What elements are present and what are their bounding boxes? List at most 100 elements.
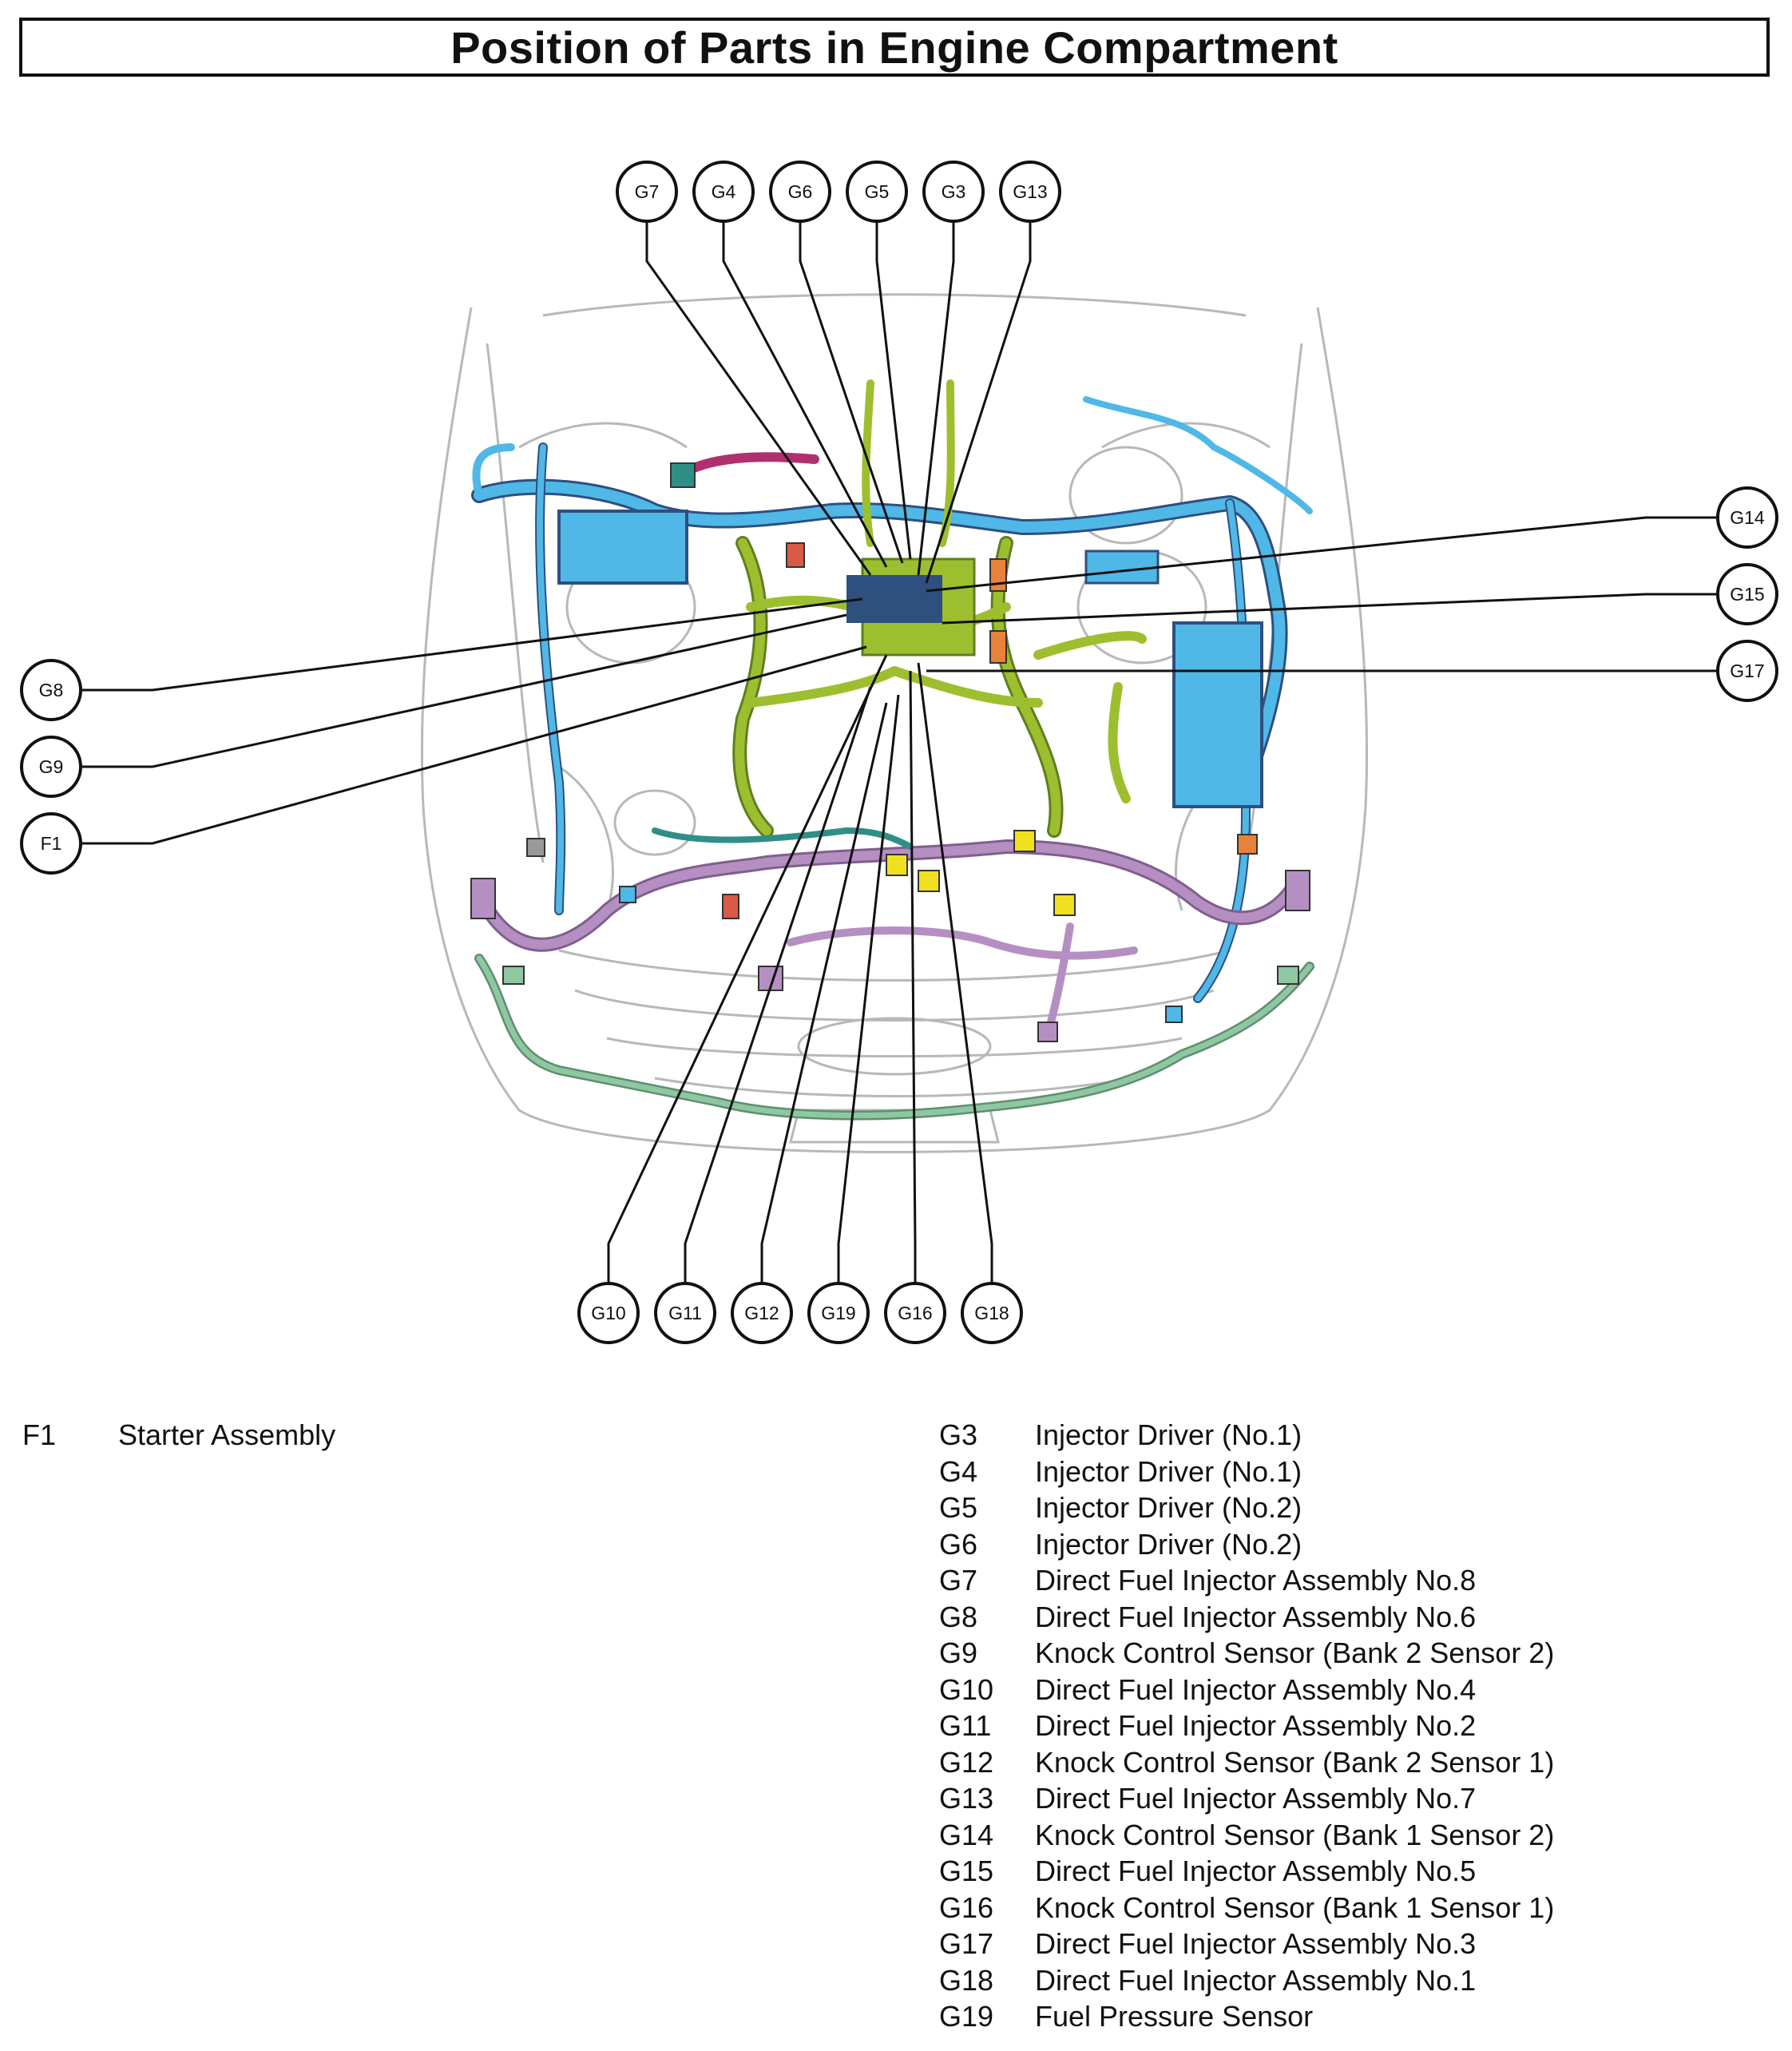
legend-description: Injector Driver (No.1) (1035, 1418, 1302, 1451)
connector-yellow (1053, 894, 1076, 916)
connector-purple (1037, 1022, 1058, 1042)
callout-label-f1: F1 (41, 833, 62, 854)
legend-description: Injector Driver (No.2) (1035, 1527, 1302, 1561)
connector-teal (670, 462, 696, 488)
legend-description: Direct Fuel Injector Assembly No.3 (1035, 1927, 1477, 1960)
callouts-top: G7 G4 G6 G5 G3 G13 (616, 161, 1061, 223)
legend-code: G4 (939, 1454, 978, 1488)
callout-bubble-g14 (1716, 486, 1778, 549)
legend-code: G12 (939, 1745, 994, 1779)
callout-label-g10: G10 (591, 1303, 625, 1323)
leader-line-g16 (909, 670, 917, 1283)
harness-magenta (682, 452, 819, 476)
title-box: Position of Parts in Engine Compartment (19, 18, 1770, 77)
callout-label-g3: G3 (942, 181, 966, 202)
legend-description: Knock Control Sensor (Bank 2 Sensor 1) (1035, 1745, 1555, 1779)
callout-bubble-g18 (961, 1282, 1023, 1344)
leader-line-g19 (837, 694, 900, 1283)
legend-description: Knock Control Sensor (Bank 1 Sensor 2) (1035, 1818, 1555, 1851)
connector-red (786, 542, 805, 568)
legend-description: Direct Fuel Injector Assembly No.7 (1035, 1782, 1477, 1815)
legend-code: G19 (939, 2000, 994, 2033)
legend-code: G16 (939, 1890, 994, 1924)
callout-bubble-g9 (20, 736, 82, 798)
callout-label-g13: G13 (1013, 181, 1047, 202)
leader-line-g4 (722, 221, 888, 568)
leader-line-g3 (917, 221, 955, 576)
connector-purple (1285, 870, 1310, 911)
connector-red (722, 894, 739, 919)
callout-bubble-g10 (577, 1282, 640, 1344)
callout-label-g5: G5 (865, 181, 890, 202)
legend-code: G15 (939, 1855, 994, 1887)
callout-label-g15: G15 (1730, 584, 1764, 605)
legend-description: Starter Assembly (118, 1418, 336, 1451)
callout-label-g7: G7 (635, 181, 660, 202)
callout-bubble-g8 (20, 659, 82, 721)
callout-label-g12: G12 (744, 1303, 779, 1323)
connector-yellow (886, 854, 908, 876)
legend-code: G7 (939, 1564, 978, 1597)
legend-code: G11 (939, 1709, 992, 1742)
callout-label-g8: G8 (39, 680, 64, 700)
connector-orange (989, 558, 1007, 592)
blue-connector-block (1084, 549, 1160, 585)
legend-description: Direct Fuel Injector Assembly No.4 (1035, 1672, 1477, 1706)
leader-lines (81, 221, 1718, 1283)
leader-line-g5 (875, 221, 912, 560)
page-title: Position of Parts in Engine Compartment (450, 22, 1338, 73)
legend-code: G13 (939, 1782, 994, 1815)
connector-blue (1165, 1006, 1183, 1023)
legend-description: Fuel Pressure Sensor (1035, 2000, 1314, 2033)
callout-bubble-g15 (1716, 563, 1778, 625)
connector-purple (470, 878, 496, 919)
callout-label-g4: G4 (712, 181, 736, 202)
blue-ecu-block (557, 510, 688, 585)
leader-line-g15 (942, 593, 1718, 625)
leader-line-g13 (925, 221, 1032, 584)
legend-code: G10 (939, 1672, 994, 1706)
leader-line-g12 (760, 702, 888, 1283)
callout-bubble-f1 (20, 812, 82, 875)
legend-code: G3 (939, 1418, 978, 1451)
callout-bubble-g16 (884, 1282, 946, 1344)
callout-label-g6: G6 (788, 181, 813, 202)
callouts-bottom: G10 G11 G12 G19 G16 G18 (577, 1282, 1023, 1344)
legend-description: Knock Control Sensor (Bank 2 Sensor 2) (1035, 1636, 1555, 1669)
legend-code: F1 (22, 1418, 57, 1451)
leader-line-g6 (799, 221, 904, 564)
callout-label-g19: G19 (821, 1303, 855, 1323)
legend-code: G9 (939, 1636, 978, 1669)
callout-bubble-g7 (616, 161, 678, 223)
blue-relay-block (1172, 621, 1263, 808)
connector-orange (1237, 834, 1258, 855)
connector-gray (526, 838, 545, 857)
legend-code: G14 (939, 1818, 994, 1851)
harness-light-green (474, 954, 1314, 1121)
connectors (470, 462, 1310, 1042)
legend-description: Knock Control Sensor (Bank 1 Sensor 1) (1035, 1890, 1555, 1924)
callout-bubble-g3 (922, 161, 985, 223)
leader-line-g11 (684, 686, 872, 1283)
callout-bubble-g13 (999, 161, 1061, 223)
leader-line-g14 (926, 516, 1718, 593)
callout-bubble-g11 (654, 1282, 716, 1344)
callout-label-g11: G11 (668, 1303, 702, 1323)
leader-line-f1 (81, 645, 867, 845)
callout-bubble-g5 (846, 161, 908, 223)
leader-line-g9 (81, 613, 847, 768)
connector-yellow (918, 870, 940, 892)
legend-description: Direct Fuel Injector Assembly No.2 (1035, 1709, 1477, 1742)
legend-code: G6 (939, 1527, 978, 1561)
leader-line-g10 (607, 654, 888, 1283)
connector-yellow (1013, 830, 1036, 852)
callout-label-g16: G16 (898, 1303, 932, 1323)
legend-code: G17 (939, 1927, 994, 1960)
connector-orange (989, 630, 1007, 664)
callout-label-g18: G18 (974, 1303, 1009, 1323)
legend-code: G5 (939, 1491, 978, 1524)
legend-code: G8 (939, 1600, 978, 1633)
